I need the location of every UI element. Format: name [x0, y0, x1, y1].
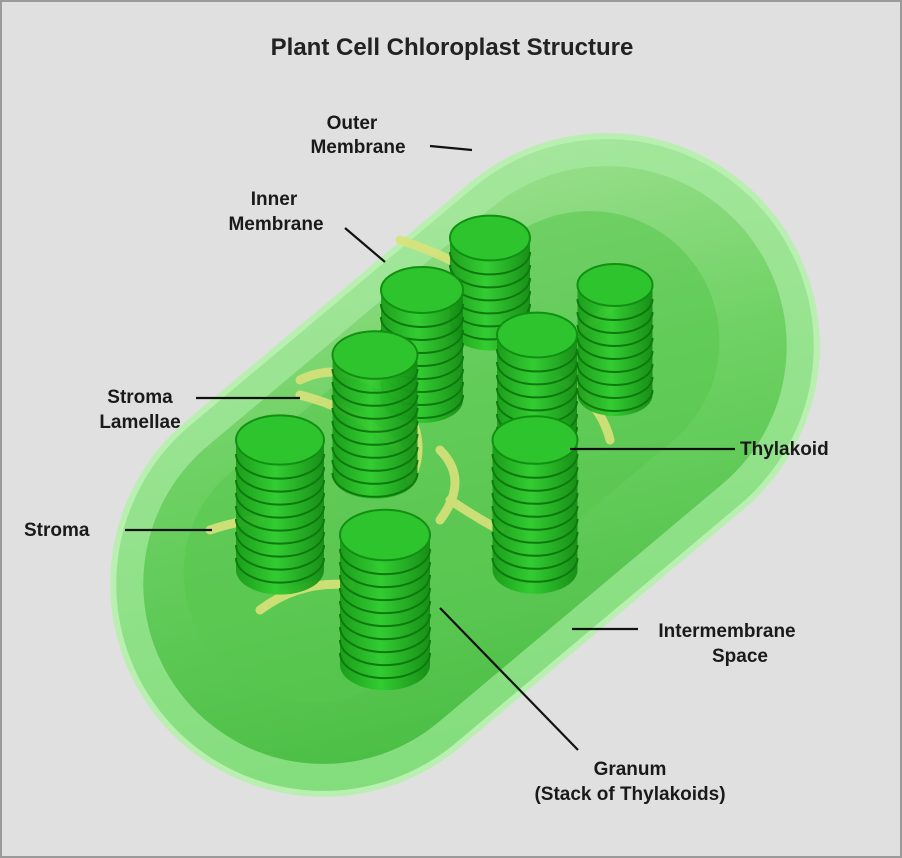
- label-outer-membrane-1: Outer: [327, 113, 378, 134]
- thylakoid-disc: [339, 548, 431, 576]
- thylakoid-disc: [339, 652, 431, 680]
- thylakoid-disc: [331, 446, 419, 472]
- thylakoid-disc: [380, 316, 464, 341]
- thylakoid-disc: [491, 453, 579, 479]
- thylakoid-disc: [491, 466, 579, 492]
- thylakoid-top: [576, 263, 654, 307]
- thylakoid-top: [491, 415, 579, 465]
- thylakoid-disc: [576, 298, 654, 321]
- thylakoid-disc: [235, 505, 325, 532]
- thylakoid-disc: [235, 453, 325, 480]
- thylakoid-disc: [496, 361, 578, 386]
- label-granum-2: (Stack of Thylakoids): [534, 784, 725, 805]
- granum-stack: [235, 414, 325, 595]
- label-stroma-lamellae-1: Stroma: [107, 387, 173, 408]
- thylakoid-disc: [491, 531, 579, 557]
- thylakoid-disc: [576, 389, 654, 412]
- thylakoid-disc: [235, 544, 325, 571]
- thylakoid-disc: [339, 613, 431, 641]
- diagram-title: Plant Cell Chloroplast Structure: [271, 34, 634, 61]
- thylakoid-disc: [235, 492, 325, 519]
- label-outer-membrane-2: Membrane: [310, 137, 405, 158]
- thylakoid-disc: [576, 337, 654, 360]
- leader-outer-membrane: [429, 144, 473, 152]
- thylakoid-disc: [380, 303, 464, 328]
- leader-inner-membrane: [344, 227, 386, 263]
- thylakoid-disc: [576, 350, 654, 373]
- thylakoid-disc: [496, 348, 578, 373]
- thylakoid-top: [339, 508, 431, 562]
- thylakoid-disc: [331, 407, 419, 433]
- thylakoid-top: [331, 330, 419, 380]
- leader-granum: [439, 607, 579, 751]
- thylakoid-disc: [491, 544, 579, 570]
- thylakoid-disc: [491, 557, 579, 583]
- granum-stack: [331, 330, 419, 499]
- thylakoid-disc: [576, 376, 654, 399]
- thylakoid-disc: [491, 492, 579, 518]
- thylakoid-disc: [331, 472, 419, 498]
- thylakoid-disc: [331, 368, 419, 394]
- thylakoid-disc: [576, 363, 654, 386]
- thylakoid-disc: [331, 459, 419, 485]
- grana: [235, 214, 654, 691]
- thylakoid-disc: [491, 479, 579, 505]
- thylakoid-top: [235, 414, 325, 466]
- thylakoid-disc: [235, 518, 325, 545]
- thylakoid-disc: [235, 466, 325, 493]
- label-stroma: Stroma: [24, 520, 90, 541]
- thylakoid-disc: [331, 420, 419, 446]
- thylakoid-disc: [339, 574, 431, 602]
- thylakoid-disc: [491, 518, 579, 544]
- thylakoid-disc: [576, 311, 654, 334]
- thylakoid-disc: [339, 587, 431, 615]
- thylakoid-disc: [331, 381, 419, 407]
- thylakoid-disc: [339, 639, 431, 667]
- thylakoid-disc: [235, 479, 325, 506]
- label-stroma-lamellae-2: Lamellae: [99, 412, 180, 433]
- thylakoid-top: [496, 311, 578, 359]
- thylakoid-disc: [235, 557, 325, 584]
- thylakoid-disc: [339, 626, 431, 654]
- granum-stack: [576, 263, 654, 416]
- thylakoid-disc: [331, 433, 419, 459]
- thylakoid-disc: [496, 374, 578, 399]
- thylakoid-disc: [576, 324, 654, 347]
- label-inner-membrane-2: Membrane: [228, 214, 323, 235]
- label-intermembrane-space-1: Intermembrane: [658, 621, 795, 642]
- label-intermembrane-space-2: Space: [712, 646, 768, 667]
- thylakoid-disc: [491, 505, 579, 531]
- thylakoid-disc: [235, 531, 325, 558]
- label-granum-1: Granum: [594, 759, 667, 780]
- thylakoid-top: [449, 214, 531, 262]
- thylakoid-top: [380, 266, 464, 314]
- thylakoid-disc: [339, 600, 431, 628]
- label-thylakoid: Thylakoid: [740, 439, 829, 460]
- thylakoid-disc: [339, 561, 431, 589]
- label-inner-membrane-1: Inner: [251, 189, 298, 210]
- thylakoid-disc: [331, 394, 419, 420]
- thylakoid-disc: [496, 387, 578, 412]
- granum-stack: [339, 508, 431, 691]
- labels: Outer Membrane Inner Membrane Stroma Lam…: [24, 113, 829, 805]
- granum-stack: [491, 415, 579, 594]
- thylakoid-disc: [449, 251, 531, 276]
